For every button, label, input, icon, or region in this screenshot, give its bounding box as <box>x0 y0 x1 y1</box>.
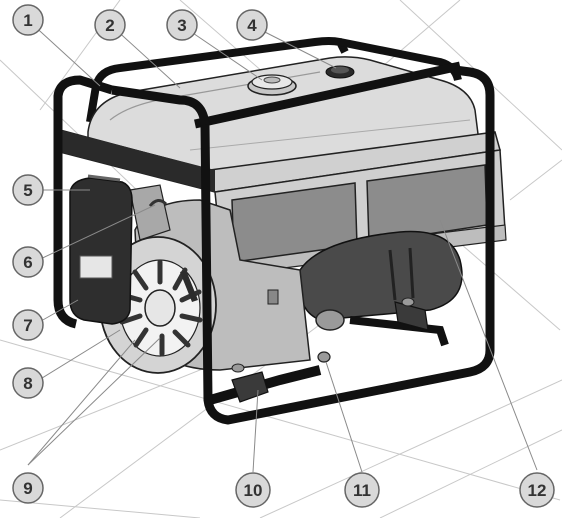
callout-label: 4 <box>247 16 257 35</box>
callout-10: 10 <box>235 472 271 508</box>
callout-label: 6 <box>23 253 32 272</box>
callout-1: 1 <box>12 4 44 36</box>
callout-label: 10 <box>244 481 263 500</box>
callout-label: 12 <box>528 481 547 500</box>
callout-11: 11 <box>344 472 380 508</box>
oil-drain-plug <box>317 351 331 363</box>
base-rails <box>208 316 449 405</box>
callout-label: 9 <box>23 479 32 498</box>
callout-4: 4 <box>236 9 268 41</box>
callout-label: 1 <box>23 11 32 30</box>
callout-2: 2 <box>94 9 126 41</box>
fuel-cap <box>247 74 297 96</box>
frame-crossbar <box>194 61 461 129</box>
callout-9: 9 <box>12 472 44 504</box>
callout-label: 7 <box>23 316 32 335</box>
air-filter <box>69 174 133 325</box>
callout-5: 5 <box>12 174 44 206</box>
front-frame <box>53 65 495 425</box>
callout-label: 8 <box>23 374 32 393</box>
leader-lines <box>27 21 538 473</box>
callout-6: 6 <box>12 246 44 278</box>
callout-3: 3 <box>166 9 198 41</box>
alternator <box>298 230 463 331</box>
callout-8: 8 <box>12 367 44 399</box>
callout-label: 3 <box>177 16 186 35</box>
callout-label: 11 <box>353 481 371 500</box>
fuel-gauge <box>325 65 355 79</box>
callout-12: 12 <box>519 472 555 508</box>
muffler-pipe <box>148 199 168 207</box>
callout-7: 7 <box>12 309 44 341</box>
callout-label: 5 <box>23 181 32 200</box>
mounting-feet <box>231 297 429 403</box>
callout-label: 2 <box>105 16 114 35</box>
